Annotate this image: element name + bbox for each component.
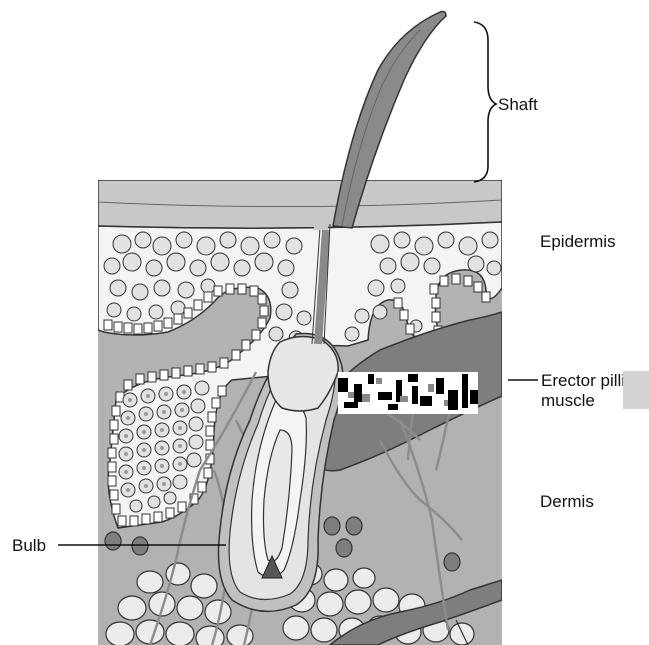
epidermis-label: Epidermis [540, 233, 616, 250]
shaft-label: Shaft [498, 96, 538, 113]
erector-label-line2: muscle [541, 391, 625, 411]
grey-placeholder-box [623, 371, 649, 409]
shaft-brace [474, 22, 496, 182]
erector-label-line1: Erector pilli [541, 371, 625, 391]
erector-pilli-label: Erector pilli muscle [541, 371, 625, 410]
image-artifact [338, 372, 478, 414]
dermis-label: Dermis [540, 493, 594, 510]
bulb-label: Bulb [12, 537, 46, 554]
